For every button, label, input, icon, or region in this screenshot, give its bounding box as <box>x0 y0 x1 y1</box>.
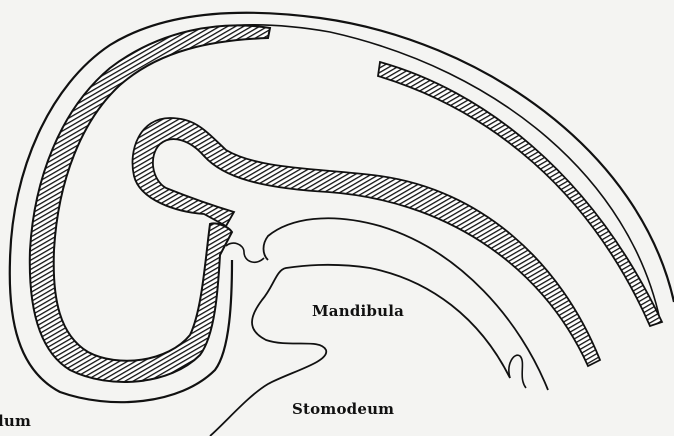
neck-junction-notch <box>226 243 264 262</box>
neural-tube-wall <box>30 25 270 382</box>
stomodeum-label: Stomodeum <box>292 400 394 418</box>
cut-off-label: lum <box>0 412 31 430</box>
arch-notch <box>509 355 526 388</box>
mandibula-label: Mandibula <box>312 302 404 320</box>
